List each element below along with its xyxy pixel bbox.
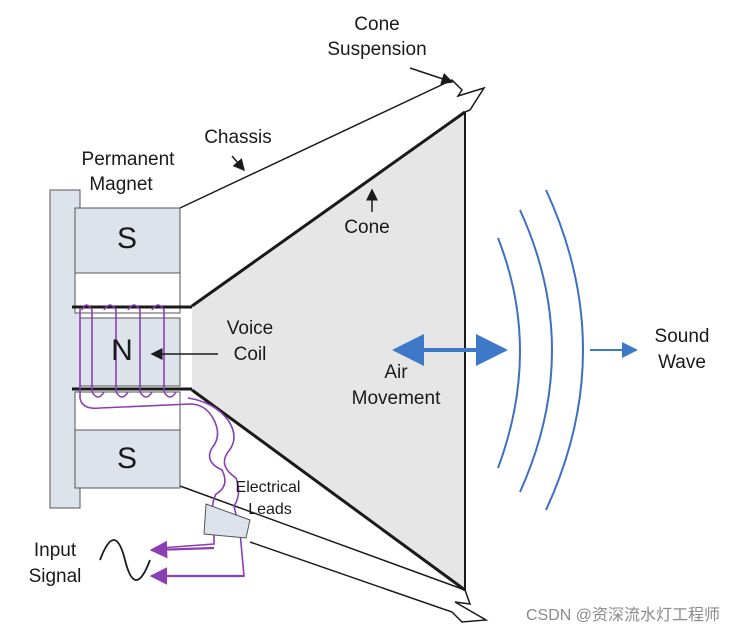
cone-label: Cone — [344, 217, 389, 238]
watermark: CSDN @资深流水灯工程师 — [526, 606, 720, 624]
sound-wave-label-2: Wave — [658, 352, 706, 373]
permanent-magnet-label-2: Magnet — [89, 174, 153, 195]
input-signal-label-2: Signal — [29, 566, 82, 587]
magnet-bottom-plate — [74, 391, 181, 431]
pole-s-bottom: S — [117, 442, 137, 475]
cone-upper-edge — [191, 110, 466, 308]
voice-coil-windings — [79, 304, 245, 577]
magnet-top-s — [74, 207, 181, 274]
pole-n: N — [111, 334, 133, 367]
lead-out-arrow-1 — [149, 540, 215, 559]
sound-wave-label-1: Sound — [655, 326, 710, 347]
air-movement-label-2: Movement — [352, 388, 441, 409]
voice-coil-label-2: Coil — [234, 344, 267, 365]
chassis-label: Chassis — [204, 127, 272, 148]
chassis-lower — [179, 485, 489, 623]
cone-suspension-label-1: Cone — [354, 14, 399, 35]
cone-lower-edge — [191, 388, 466, 592]
speaker-cone — [192, 112, 465, 590]
electrical-leads-label-2: Leads — [248, 501, 292, 518]
input-signal-sine — [99, 539, 151, 581]
input-signal-label-1: Input — [34, 540, 77, 561]
suspension-pointer — [409, 67, 454, 85]
voice-coil-label-1: Voice — [227, 318, 273, 339]
pole-s-top: S — [117, 222, 137, 255]
air-movement-label-1: Air — [384, 362, 408, 383]
electrical-leads-label-1: Electrical — [236, 479, 301, 496]
chassis-pointer — [231, 155, 245, 172]
permanent-magnet-label-1: Permanent — [82, 149, 176, 170]
sound-waves — [497, 189, 584, 511]
terminal-block — [203, 503, 251, 539]
cone-suspension-label-2: Suspension — [327, 39, 426, 60]
